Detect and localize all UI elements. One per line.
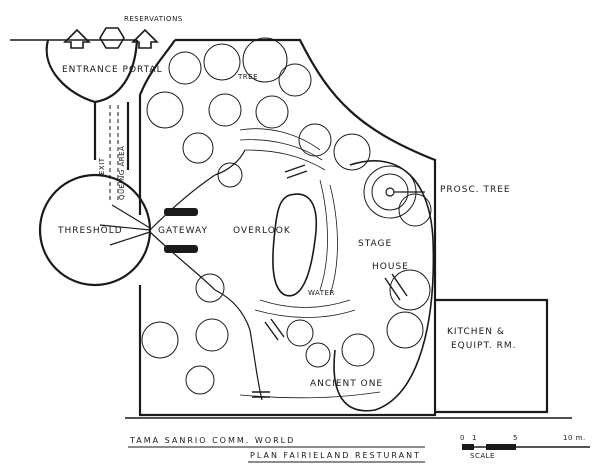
queuing-area-label: QUEING AREA: [118, 146, 126, 200]
scale-tick-1: 1: [472, 434, 477, 442]
equip-label: EQUIPT. RM.: [451, 341, 516, 351]
stage-circle: [333, 160, 435, 412]
title-line-1: TAMA SANRIO COMM. WORLD: [129, 436, 295, 445]
house-label: HOUSE: [372, 262, 409, 272]
title-block: TAMA SANRIO COMM. WORLD PLAN FAIRIELAND …: [128, 436, 425, 463]
scale-tick-5: 5: [513, 434, 518, 442]
scale-label: SCALE: [470, 452, 495, 460]
prosc-tree-label: PROSC. TREE: [440, 185, 511, 195]
gateway-gates: [164, 208, 198, 253]
stage-label: STAGE: [358, 239, 392, 249]
labels: RESERVATIONS ENTRANCE PORTAL EXIT QUEING…: [57, 15, 516, 389]
house-icon: [131, 28, 159, 49]
tree-label: TREE: [237, 73, 258, 81]
reservations-label: RESERVATIONS: [124, 15, 183, 23]
scale-tick-10: 10 m.: [563, 434, 586, 442]
scale-tick-0: 0: [460, 434, 465, 442]
water-label: WATER: [308, 289, 335, 297]
hexagon-icon: [99, 27, 125, 49]
queue-lines: [109, 105, 119, 200]
ancient-one-label: ANCIENT ONE: [310, 379, 383, 389]
scale-bar: 0 1 5 10 m. SCALE: [460, 434, 590, 460]
entrance-portal-label: ENTRANCE PORTAL: [62, 65, 163, 75]
threshold-label: THRESHOLD: [57, 226, 123, 236]
gateway-label: GATEWAY: [158, 226, 208, 236]
gateway-branches: [99, 149, 263, 401]
tree-canopies: [141, 37, 432, 395]
reservations-icons: [63, 27, 159, 49]
exit-label: EXIT: [98, 157, 106, 175]
overlook-island: [272, 193, 317, 297]
title-line-2: PLAN FAIRIELAND RESTURANT: [250, 451, 421, 460]
overlook-label: OVERLOOK: [233, 226, 291, 236]
kitchen-label: KITCHEN &: [447, 327, 505, 337]
bridges: [252, 164, 408, 398]
prosc-tree-marker: [385, 187, 425, 197]
house-icon: [63, 28, 91, 49]
